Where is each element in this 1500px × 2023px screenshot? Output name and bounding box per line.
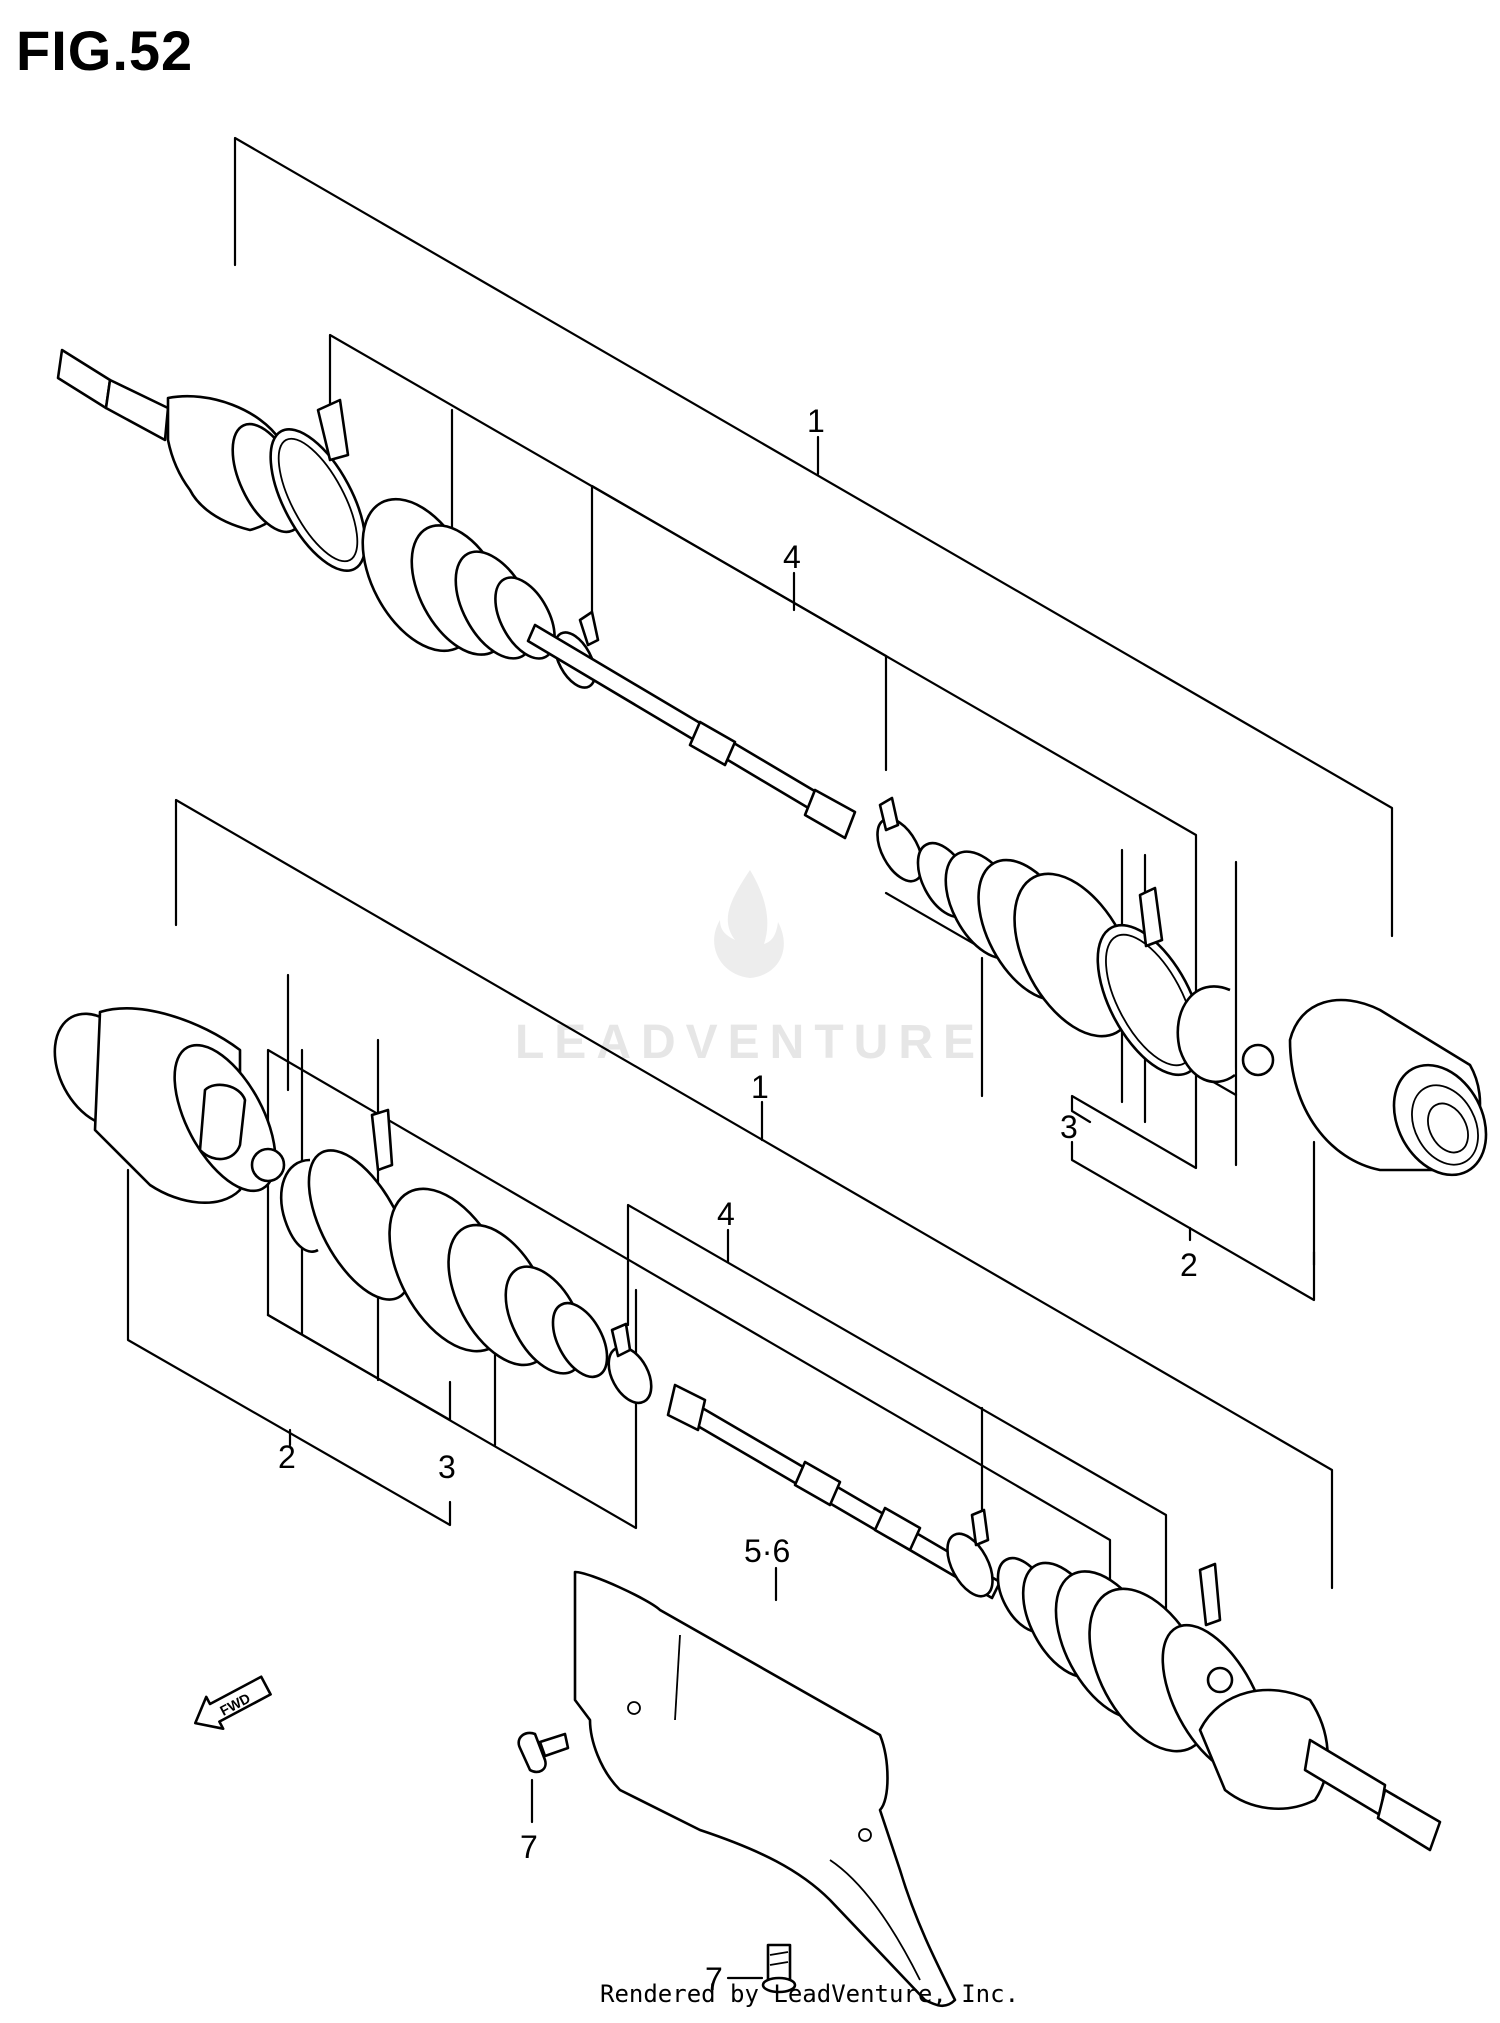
callout-cover: 5·6 bbox=[744, 1533, 790, 1569]
upper-bracket-1 bbox=[233, 136, 1394, 938]
upper-axle-shaft bbox=[526, 623, 857, 840]
upper-inner-boot bbox=[916, 841, 1137, 1038]
callout-lower-4: 4 bbox=[717, 1196, 735, 1232]
callout-bolt-lower: 7 bbox=[705, 1961, 723, 1997]
upper-inner-boot-band-large bbox=[1096, 886, 1204, 1077]
callout-lower-3: 3 bbox=[438, 1449, 456, 1485]
lower-bracket-2 bbox=[126, 1168, 452, 1527]
upper-bracket-2 bbox=[1070, 1140, 1316, 1302]
watermark-flame-icon bbox=[714, 870, 784, 978]
callout-bolt-upper: 7 bbox=[520, 1829, 538, 1865]
callout-lower-1: 1 bbox=[751, 1069, 769, 1105]
shaft-cover bbox=[573, 1570, 957, 2008]
upper-outer-boot bbox=[361, 497, 556, 660]
upper-bracket-4 bbox=[590, 484, 888, 772]
upper-circlip bbox=[1176, 985, 1275, 1084]
lower-inner-boot-band-small bbox=[946, 1508, 994, 1598]
lower-axle-shaft bbox=[666, 1383, 1002, 1600]
watermark-text: LEADVENTURE bbox=[514, 1016, 986, 1069]
callout-upper-1: 1 bbox=[807, 403, 825, 439]
figure-title: FIG.52 bbox=[16, 19, 194, 82]
upper-bracket-3 bbox=[328, 333, 1238, 1170]
callout-lower-2: 2 bbox=[278, 1439, 296, 1475]
lower-outer-housing bbox=[53, 1007, 277, 1205]
lower-outer-boot bbox=[388, 1187, 609, 1379]
upper-boot-band-large bbox=[269, 398, 367, 572]
lower-bracket-1 bbox=[174, 798, 1334, 1590]
fwd-direction-arrow: FWD bbox=[193, 1675, 272, 1730]
watermark-logo: LEADVENTURE bbox=[480, 860, 1020, 1070]
lower-inner-cv-joint bbox=[1198, 1688, 1442, 1852]
upper-inner-boot-band-small bbox=[876, 796, 924, 883]
callout-upper-4: 4 bbox=[783, 539, 801, 575]
upper-inner-housing bbox=[1288, 998, 1488, 1177]
cover-bolt-lower bbox=[726, 1943, 797, 1994]
render-credit: Rendered by LeadVenture, Inc. bbox=[600, 1980, 1020, 2008]
lower-circlip bbox=[250, 1147, 319, 1253]
cover-bolt-upper bbox=[517, 1731, 570, 1824]
callout-upper-2: 2 bbox=[1180, 1247, 1198, 1283]
lower-boot-band-large bbox=[307, 1108, 413, 1301]
callout-upper-3: 3 bbox=[1060, 1109, 1078, 1145]
lower-boot-band-small bbox=[607, 1322, 653, 1405]
